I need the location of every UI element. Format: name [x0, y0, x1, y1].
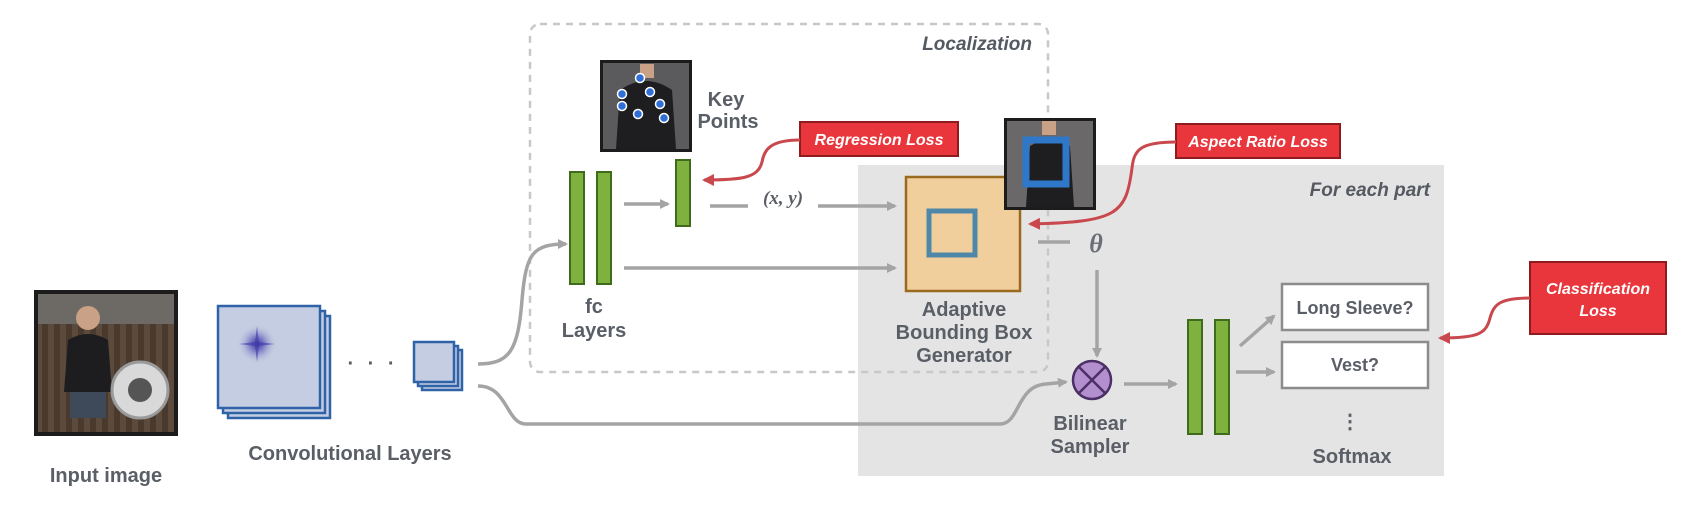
- arrow-fc-to-longsleeve: [1238, 314, 1276, 348]
- generator-box-icon: [926, 208, 978, 258]
- keypoints-label-line1: Key: [708, 89, 746, 111]
- bbox-crop-thumbnail: [1004, 118, 1096, 210]
- regression-loss-label: Regression Loss: [815, 132, 944, 149]
- fc-label-line2: Layers: [562, 320, 627, 342]
- keypoints-label-line2: Points: [697, 111, 758, 133]
- keypoint-marker: [632, 108, 644, 120]
- classifier-fc-bar-1: [1187, 319, 1203, 435]
- bilinear-sampler-node: [1071, 359, 1113, 401]
- classifier-fc-bar-2: [1214, 319, 1230, 435]
- arrow-to-fc: [477, 239, 568, 366]
- adaptive-bbox-generator: [904, 175, 1022, 293]
- bilinear-label-line2: Sampler: [1051, 436, 1130, 458]
- output-vest-box: [1280, 340, 1430, 390]
- fc-layer-bar-2: [596, 171, 612, 285]
- bilinear-label-line1: Bilinear: [1053, 413, 1127, 435]
- generator-label-line2: Bounding Box: [896, 322, 1033, 344]
- for-each-part-label: For each part: [1310, 180, 1431, 201]
- fc-layer-bar-1: [569, 171, 585, 285]
- generator-label-line3: Generator: [916, 345, 1012, 367]
- keypoint-marker: [616, 88, 628, 100]
- softmax-label: Softmax: [1313, 446, 1392, 468]
- conv-feature-maps: [216, 304, 332, 420]
- keypoint-marker: [654, 98, 666, 110]
- input-image-label: Input image: [50, 465, 162, 487]
- more-outputs-ellipsis: ⋮: [1340, 411, 1360, 433]
- classification-loss-label-line2: Loss: [1579, 303, 1616, 320]
- regression-loss-arrow: [702, 138, 801, 186]
- keypoint-marker: [644, 86, 656, 98]
- generator-label-line1: Adaptive: [922, 299, 1006, 321]
- aspect-ratio-loss-box: [1175, 123, 1341, 159]
- output-long-sleeve-label: Long Sleeve?: [1296, 298, 1413, 318]
- aspect-ratio-loss-arrow: [1028, 140, 1177, 230]
- classification-loss-box: [1529, 261, 1667, 335]
- aspect-ratio-loss-label: Aspect Ratio Loss: [1187, 134, 1328, 151]
- theta-label: θ: [1089, 229, 1103, 258]
- fc-label-line1: fc: [585, 296, 603, 318]
- localization-label: Localization: [922, 34, 1032, 55]
- output-long-sleeve-box: [1280, 282, 1430, 332]
- xy-label: (x, y): [763, 188, 803, 209]
- output-vest-label: Vest?: [1331, 355, 1379, 375]
- classification-loss-arrow: [1438, 296, 1531, 344]
- conv-output-block: [412, 340, 464, 392]
- keypoint-marker: [634, 72, 646, 84]
- conv-layers-label: Convolutional Layers: [248, 443, 451, 465]
- keypoint-marker: [658, 112, 670, 124]
- keypoint-fc-bar: [675, 159, 691, 227]
- keypoints-thumbnail: [600, 60, 692, 152]
- input-image-thumbnail: [34, 290, 178, 436]
- arrow-to-sampler: [477, 377, 1068, 426]
- keypoint-marker: [616, 100, 628, 112]
- ellipsis: · · ·: [347, 353, 398, 375]
- classification-loss-label-line1: Classification: [1546, 281, 1650, 298]
